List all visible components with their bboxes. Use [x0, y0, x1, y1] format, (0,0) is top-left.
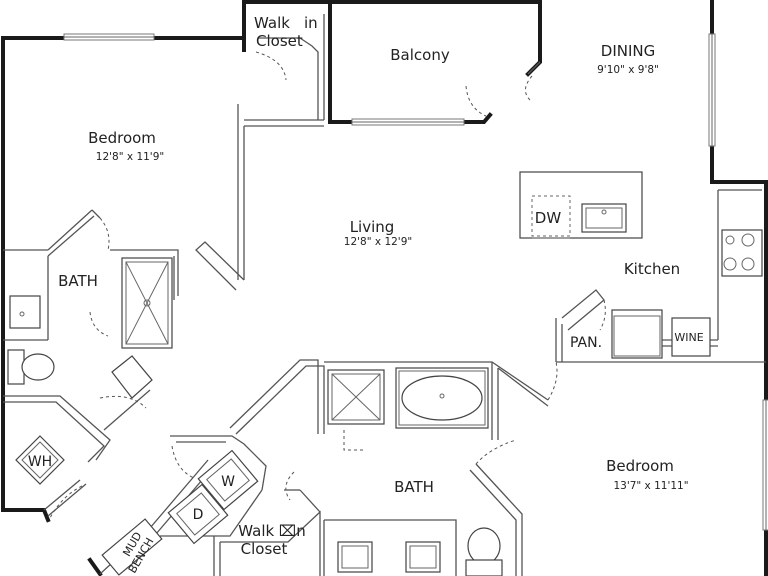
dining-dims: 9'10" x 9'8"	[597, 64, 659, 76]
dryer-label: D	[193, 507, 204, 523]
wine-label: WINE	[674, 331, 703, 344]
fixture-labels: DW PAN. WINE WH W D MUD BENCH	[28, 209, 704, 576]
washer-label: W	[221, 474, 235, 490]
bedroom-1-label: Bedroom	[88, 129, 156, 147]
living-dims: 12'8" x 12'9"	[344, 236, 412, 248]
windows	[63, 33, 768, 531]
bedroom-1-dims: 12'8" x 11'9"	[96, 151, 164, 163]
walk-in-closet-top-line1: Walk	[254, 14, 290, 32]
walk-in-closet-bottom-line2: Closet	[241, 540, 288, 558]
fixtures	[7, 171, 763, 576]
door-swings	[49, 51, 606, 519]
interior-walls	[3, 14, 766, 576]
bedroom-2-label: Bedroom	[606, 457, 674, 475]
kitchen-label: Kitchen	[624, 260, 680, 278]
water-heater-label: WH	[28, 454, 52, 470]
bath-2-label: BATH	[394, 478, 434, 496]
room-labels: Walk in Closet Balcony DINING 9'10" x 9'…	[58, 14, 688, 558]
balcony-label: Balcony	[390, 46, 450, 64]
walk-in-closet-top-line2: in	[304, 14, 318, 32]
pantry-label: PAN.	[570, 335, 602, 351]
walk-in-closet-bottom-line1: Walk ⌧n	[238, 522, 305, 540]
walk-in-closet-top-line3: Closet	[256, 32, 303, 50]
dining-label: DINING	[601, 42, 655, 60]
bedroom-2-dims: 13'7" x 11'11"	[613, 480, 688, 492]
bath-1-label: BATH	[58, 272, 98, 290]
dishwasher-label: DW	[535, 209, 562, 227]
living-label: Living	[350, 218, 395, 236]
